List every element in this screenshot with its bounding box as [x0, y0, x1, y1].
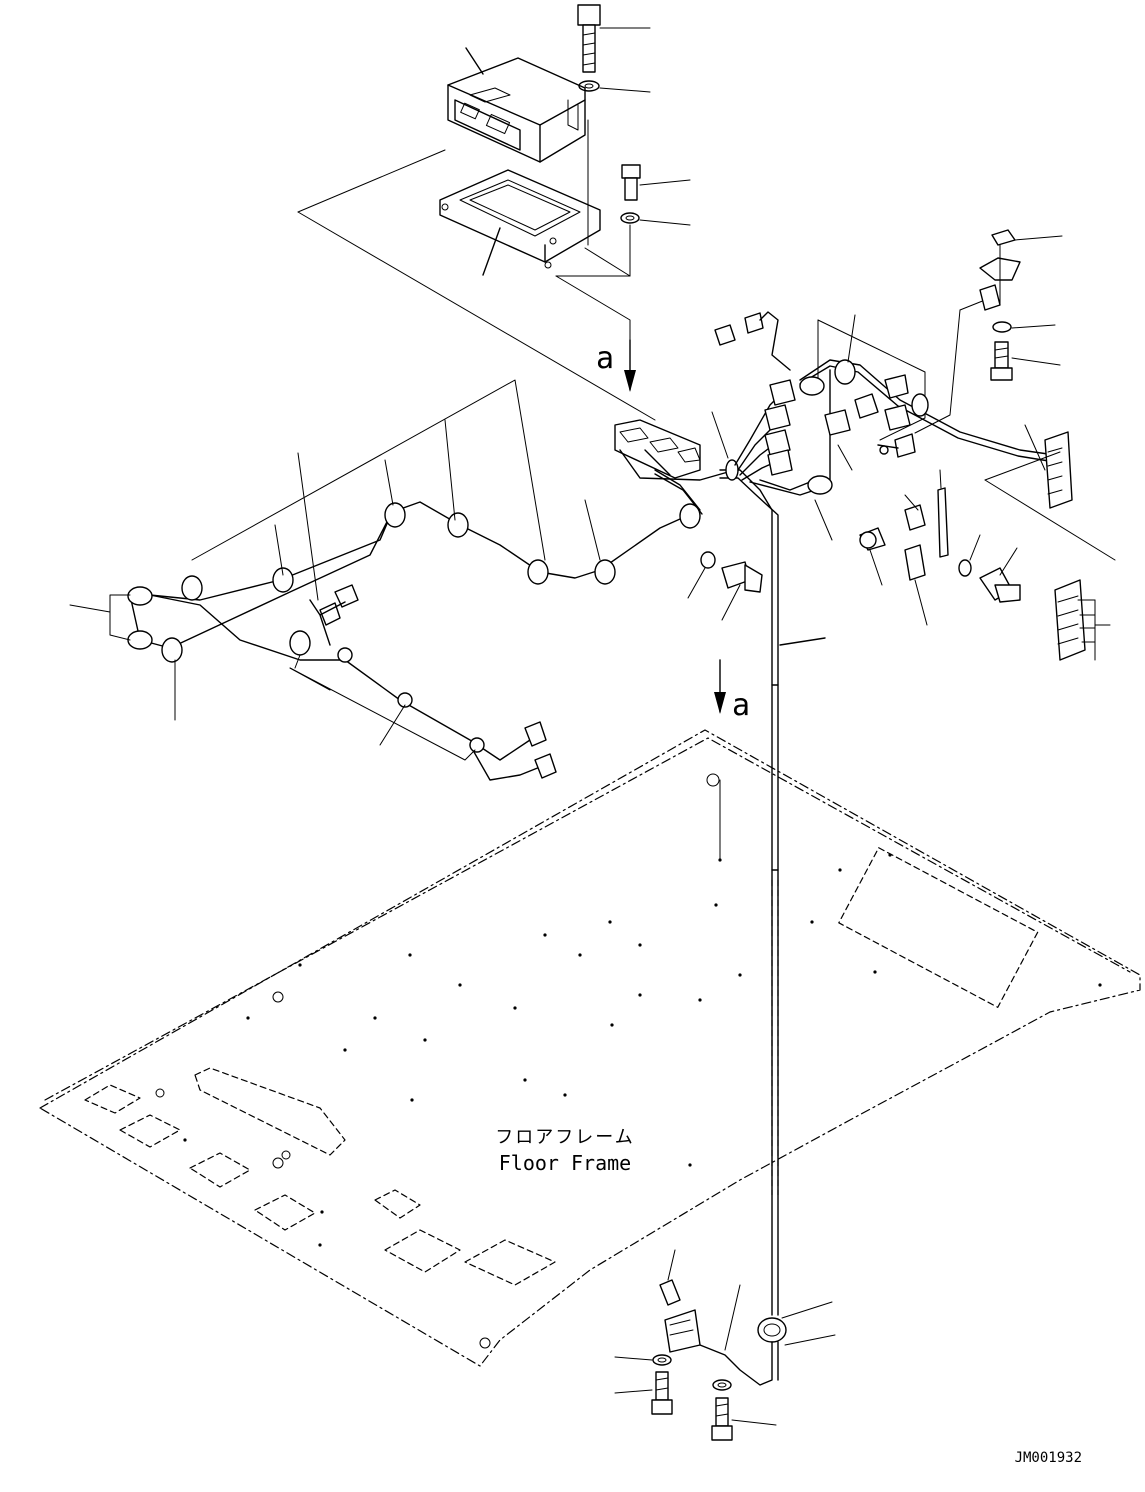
drawing-number: JM001932	[1015, 1450, 1082, 1466]
upper-right-bracket	[979, 229, 1063, 381]
floor-frame	[39, 729, 1141, 1367]
view-marker-bottom-label: a	[732, 688, 750, 723]
middle-right-clips	[687, 469, 1021, 626]
right-connectors	[714, 299, 1116, 661]
center-connectors	[614, 419, 736, 481]
bolt-top-2	[620, 164, 691, 226]
view-marker-top-label: a	[596, 341, 614, 376]
view-arrow-top: a	[596, 339, 636, 392]
left-harness	[69, 379, 703, 781]
main-harness	[711, 369, 831, 1316]
floor-frame-label-jp: フロアフレーム	[495, 1127, 634, 1148]
controller-assembly	[297, 47, 656, 421]
bottom-parts	[614, 1249, 836, 1441]
floor-frame-label-en: Floor Frame	[499, 1151, 631, 1175]
bolt-top-1	[577, 4, 651, 93]
view-arrow-bottom: a	[714, 659, 750, 861]
